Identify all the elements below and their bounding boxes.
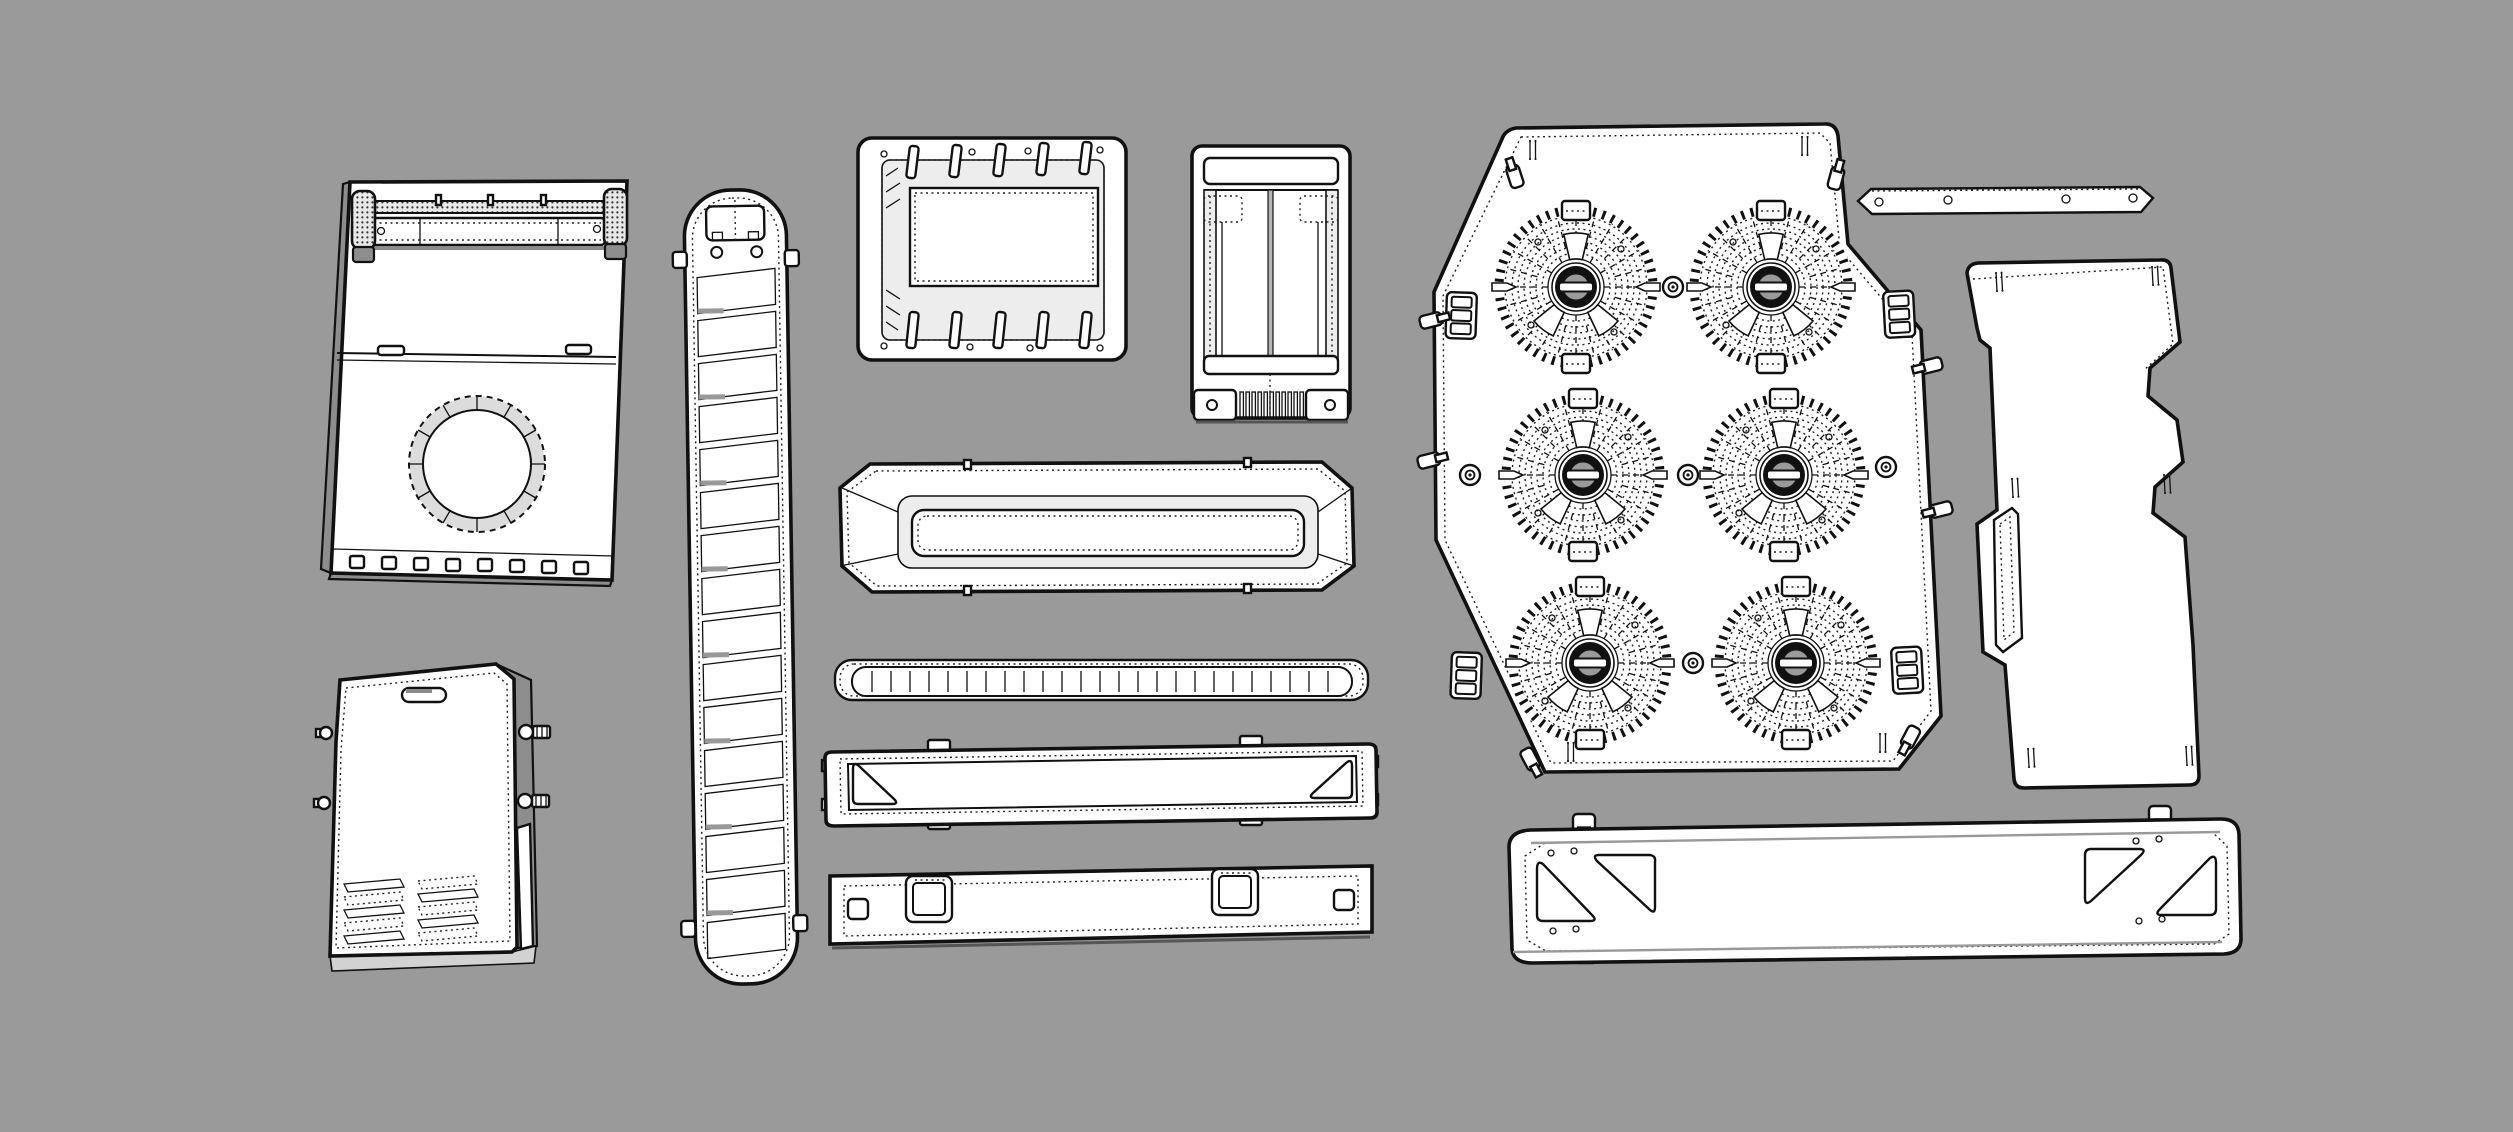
part-dial-panel[interactable]: [1415, 122, 1955, 781]
part-speaker-panel[interactable]: [319, 179, 629, 588]
part-vented-enclosure[interactable]: [312, 662, 552, 972]
hinge-assembly: [350, 187, 629, 264]
bottom-slot-strip: [332, 548, 615, 576]
part-notched-side-panel[interactable]: [1965, 258, 2201, 790]
mid-divider: [336, 343, 617, 365]
part-triangle-cutout-beam[interactable]: [1507, 804, 2243, 965]
square-boss: [904, 874, 954, 924]
handle-slot: [400, 686, 448, 704]
louvre-vents: [342, 875, 480, 945]
tray-pins: [905, 140, 1093, 350]
belt-segments: [696, 267, 787, 960]
part-frame-connector[interactable]: [1190, 144, 1352, 424]
connector-comb: [1192, 374, 1350, 424]
side-pegs: [312, 723, 552, 951]
part-triangle-brace-bar[interactable]: [820, 734, 1380, 831]
part-segmented-strip[interactable]: [833, 658, 1370, 702]
part-channel-tray[interactable]: [838, 456, 1356, 597]
part-slotted-tray[interactable]: [856, 136, 1128, 362]
belt-head: [704, 200, 766, 259]
circular-cutout: [408, 395, 546, 533]
part-track-belt[interactable]: [670, 188, 810, 986]
part-boss-bar[interactable]: [828, 864, 1374, 950]
part-pointed-batten[interactable]: [1856, 185, 2155, 216]
grip-recess: [1992, 506, 2024, 654]
triangle-cutouts-right: [2083, 847, 2218, 917]
square-boss: [1210, 867, 1260, 917]
triangle-cutouts-left: [1535, 853, 1657, 923]
